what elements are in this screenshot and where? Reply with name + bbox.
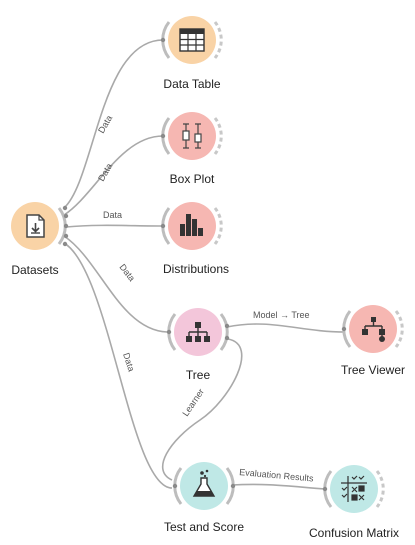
node-distributions[interactable]: Distributions: [160, 202, 229, 276]
link-datasets-tree[interactable]: [63, 235, 168, 333]
link-tree-tree-viewer[interactable]: [226, 323, 346, 333]
node-label: Confusion Matrix: [309, 526, 399, 540]
node-tree-viewer[interactable]: Tree Viewer: [341, 305, 405, 377]
link-label-evaluation-results: Evaluation Results: [239, 467, 315, 484]
link-label-data-table: Data: [96, 114, 114, 135]
link-label-distributions: Data: [103, 210, 122, 220]
output-arc: [213, 21, 223, 59]
links: [63, 39, 346, 490]
datasets-icon: [26, 214, 45, 238]
link-datasets-data-table[interactable]: [63, 39, 164, 209]
output-arc: [213, 117, 223, 155]
input-anchor[interactable]: [341, 326, 347, 332]
input-anchor[interactable]: [322, 486, 328, 492]
input-anchor[interactable]: [160, 223, 166, 229]
node-label: Distributions: [163, 262, 229, 276]
link-labels: Data Data Data Data Data Model → Tree Le…: [96, 114, 314, 484]
link-datasets-distributions[interactable]: [65, 224, 164, 228]
output-arc: [219, 313, 229, 351]
output-anchor[interactable]: [63, 223, 69, 229]
node-circle: [168, 112, 216, 160]
output-arc: [394, 310, 404, 348]
link-test-score-confusion-matrix[interactable]: [231, 483, 326, 490]
output-anchor[interactable]: [224, 335, 230, 341]
node-label: Datasets: [11, 263, 58, 277]
link-label-tree: Data: [117, 262, 137, 283]
node-circle: [349, 305, 397, 353]
node-label: Data Table: [163, 77, 220, 91]
node-tree[interactable]: Tree: [166, 308, 230, 382]
table-icon: [179, 28, 205, 52]
link-datasets-test-score[interactable]: [63, 242, 173, 489]
node-label: Test and Score: [164, 520, 244, 534]
link-label-learner: Learner: [180, 387, 206, 418]
tree-icon: [186, 322, 210, 342]
node-label: Tree Viewer: [341, 363, 405, 377]
input-anchor[interactable]: [160, 37, 166, 43]
node-label: Box Plot: [170, 172, 215, 186]
output-arc: [375, 470, 385, 508]
node-confusion-matrix[interactable]: Confusion Matrix: [309, 465, 399, 540]
node-box-plot[interactable]: Box Plot: [160, 112, 223, 186]
output-anchor[interactable]: [63, 213, 69, 219]
output-arc: [213, 207, 223, 245]
output-anchor[interactable]: [224, 323, 230, 329]
link-tree-test-score[interactable]: [161, 338, 243, 481]
node-test-and-score[interactable]: Test and Score: [164, 462, 244, 534]
link-datasets-box-plot[interactable]: [63, 135, 164, 216]
node-datasets[interactable]: Datasets: [11, 202, 69, 277]
output-anchor[interactable]: [62, 241, 68, 247]
output-anchor[interactable]: [62, 205, 68, 211]
input-anchor[interactable]: [172, 483, 178, 489]
bar-chart-icon: [180, 214, 203, 236]
matrix-icon: [341, 475, 367, 502]
link-label-test-score: Data: [121, 352, 136, 373]
node-label: Tree: [186, 368, 211, 382]
input-anchor[interactable]: [160, 133, 166, 139]
tree-viewer-icon: [362, 317, 385, 342]
output-anchor[interactable]: [63, 233, 69, 239]
box-plot-icon: [182, 123, 202, 149]
input-anchor[interactable]: [166, 329, 172, 335]
link-label-model-tree: Model → Tree: [253, 310, 310, 320]
output-anchor[interactable]: [230, 483, 236, 489]
node-data-table[interactable]: Data Table: [160, 16, 223, 91]
flask-icon: [192, 469, 216, 497]
